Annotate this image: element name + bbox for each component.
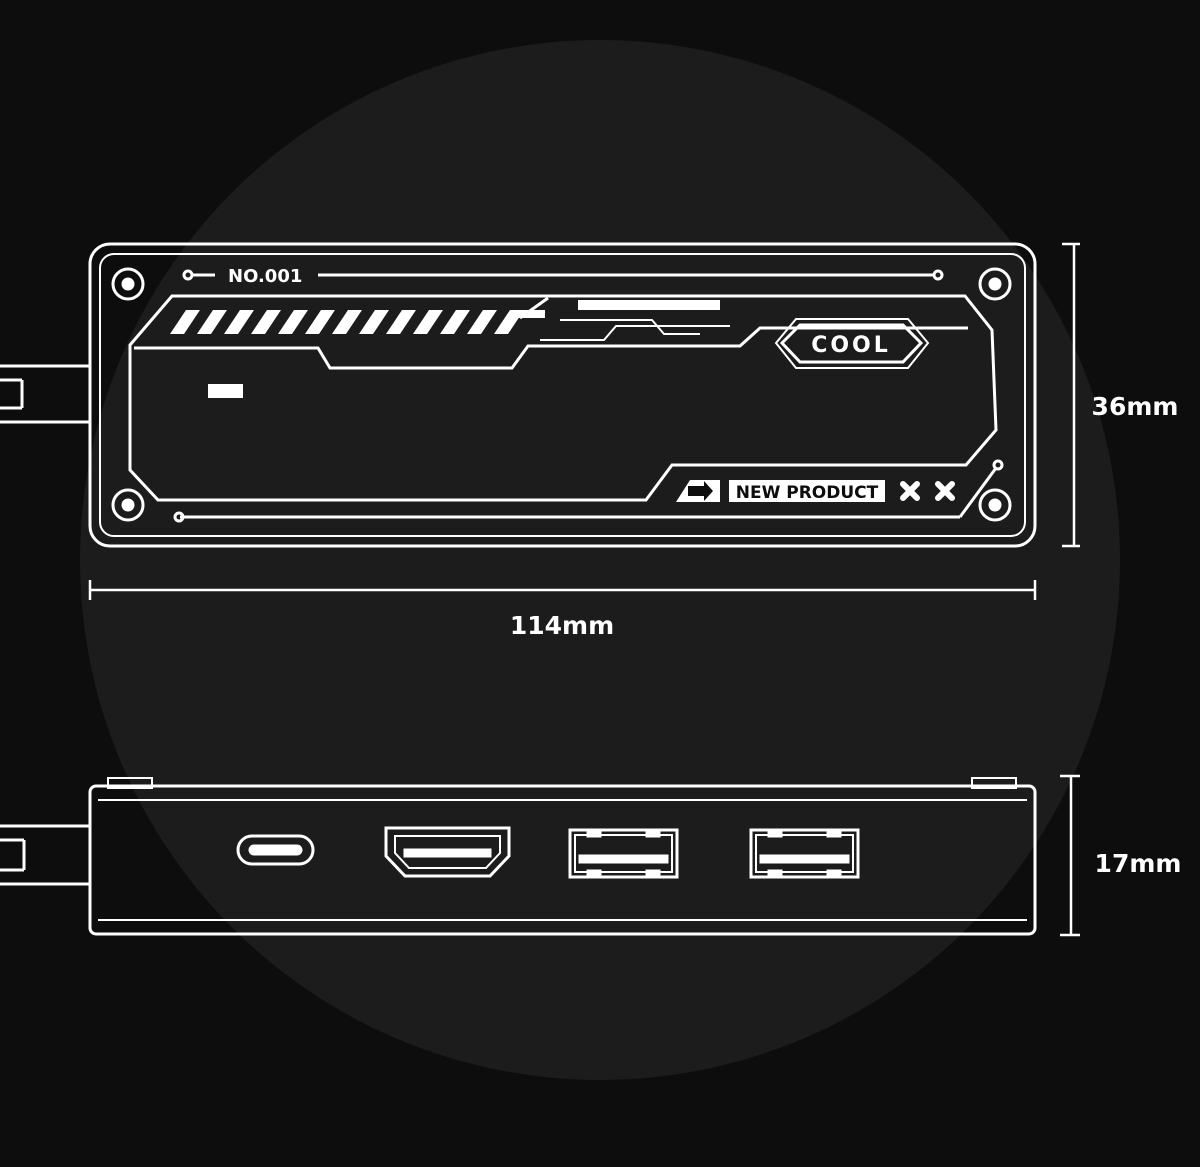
panel-trace bbox=[560, 319, 700, 335]
side-body-outer bbox=[88, 784, 1037, 936]
screw-icon bbox=[978, 488, 1012, 522]
hazard-stripe bbox=[413, 310, 443, 334]
cross-icon bbox=[900, 481, 920, 501]
height-label-side: 17mm bbox=[1095, 849, 1182, 878]
hazard-stripe bbox=[359, 310, 389, 334]
hazard-stripe bbox=[224, 310, 254, 334]
side-foot bbox=[971, 777, 1017, 789]
side-foot bbox=[107, 777, 153, 789]
usb-a-port-icon bbox=[568, 828, 679, 879]
screw-icon bbox=[111, 267, 145, 301]
cool-badge: COOL bbox=[774, 318, 930, 369]
footer-trace bbox=[958, 467, 998, 518]
usb-a-port-icon bbox=[749, 828, 860, 879]
new-product-tag bbox=[729, 480, 885, 502]
panel-accent bbox=[512, 310, 545, 318]
hazard-stripe bbox=[332, 310, 362, 334]
status-led-icon bbox=[208, 384, 243, 398]
display-panel-outline bbox=[128, 294, 998, 502]
arrow-right-icon bbox=[676, 480, 720, 502]
serial-label: NO.001 bbox=[228, 266, 302, 287]
hazard-stripe bbox=[467, 310, 497, 334]
panel-trace bbox=[540, 325, 730, 341]
height-dimension-top bbox=[1062, 242, 1080, 548]
hazard-stripe bbox=[386, 310, 416, 334]
top-plate-outer bbox=[88, 242, 1037, 548]
hazard-stripe bbox=[440, 310, 470, 334]
hazard-stripe bbox=[251, 310, 281, 334]
node-dot bbox=[932, 269, 944, 281]
segment-bar bbox=[578, 300, 720, 310]
hazard-stripes bbox=[170, 310, 524, 334]
background-halo bbox=[80, 40, 1120, 1080]
usb-c-port-icon bbox=[236, 834, 315, 866]
width-label: 114mm bbox=[510, 611, 614, 640]
top-plate-inner bbox=[99, 253, 1026, 537]
screw-icon bbox=[111, 488, 145, 522]
hdmi-port-icon bbox=[384, 826, 511, 878]
node-dot bbox=[173, 511, 185, 523]
hazard-stripe bbox=[170, 310, 200, 334]
screw-icon bbox=[978, 267, 1012, 301]
side-body-edge bbox=[98, 799, 1027, 921]
width-dimension bbox=[88, 580, 1037, 600]
height-label-top: 36mm bbox=[1092, 392, 1179, 421]
panel-divider bbox=[134, 326, 968, 370]
cross-icon bbox=[935, 481, 955, 501]
hazard-stripe bbox=[197, 310, 227, 334]
height-dimension-side bbox=[1060, 774, 1080, 937]
hazard-stripe bbox=[278, 310, 308, 334]
node-dot bbox=[992, 459, 1004, 471]
top-view bbox=[0, 242, 1037, 548]
new-product-label: NEW PRODUCT bbox=[736, 483, 879, 503]
hazard-stripe bbox=[305, 310, 335, 334]
cool-badge-label: COOL bbox=[811, 333, 891, 358]
side-view bbox=[0, 777, 1037, 936]
